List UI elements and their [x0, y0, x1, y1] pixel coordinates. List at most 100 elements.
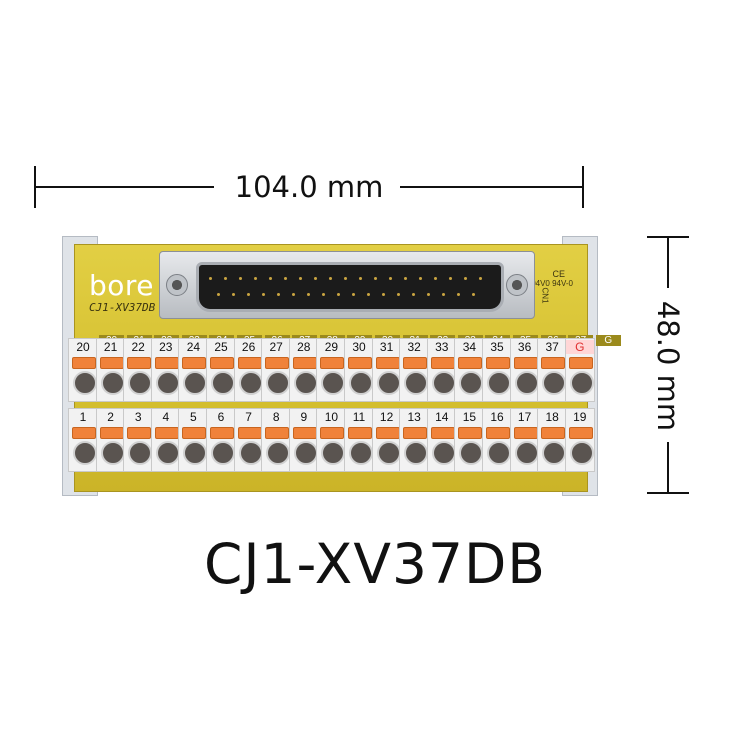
wire-entry-hole[interactable]: [542, 371, 567, 395]
wire-entry-hole[interactable]: [183, 441, 208, 465]
push-lever[interactable]: [182, 357, 207, 369]
push-lever[interactable]: [72, 427, 96, 439]
terminal-27[interactable]: 27: [261, 338, 292, 402]
push-lever[interactable]: [182, 427, 207, 439]
terminal-34[interactable]: 34: [454, 338, 485, 402]
wire-entry-hole[interactable]: [321, 441, 346, 465]
push-lever[interactable]: [292, 357, 317, 369]
push-lever[interactable]: [513, 427, 538, 439]
terminal-25[interactable]: 25: [206, 338, 236, 402]
push-lever[interactable]: [403, 427, 428, 439]
push-lever[interactable]: [541, 427, 566, 439]
push-lever[interactable]: [265, 357, 290, 369]
terminal-29[interactable]: 29: [316, 338, 347, 402]
push-lever[interactable]: [430, 427, 455, 439]
push-lever[interactable]: [265, 427, 290, 439]
terminal-12[interactable]: 12: [371, 408, 402, 472]
wire-entry-hole[interactable]: [431, 441, 456, 465]
terminal-13[interactable]: 13: [399, 408, 430, 472]
terminal-4[interactable]: 4: [150, 408, 181, 472]
terminal-1[interactable]: 1: [68, 408, 98, 472]
terminal-20[interactable]: 20: [68, 338, 98, 402]
push-lever[interactable]: [237, 357, 262, 369]
wire-entry-hole[interactable]: [73, 371, 97, 395]
wire-entry-hole[interactable]: [514, 371, 539, 395]
wire-entry-hole[interactable]: [100, 441, 125, 465]
wire-entry-hole[interactable]: [238, 371, 263, 395]
wire-entry-hole[interactable]: [459, 441, 484, 465]
wire-entry-hole[interactable]: [349, 371, 373, 395]
wire-entry-hole[interactable]: [266, 371, 291, 395]
wire-entry-hole[interactable]: [266, 441, 291, 465]
wire-entry-hole[interactable]: [487, 371, 511, 395]
push-lever[interactable]: [237, 427, 262, 439]
terminal-11[interactable]: 11: [344, 408, 374, 472]
wire-entry-hole[interactable]: [569, 441, 594, 465]
terminal-31[interactable]: 31: [371, 338, 402, 402]
terminal-10[interactable]: 10: [316, 408, 347, 472]
push-lever[interactable]: [458, 357, 483, 369]
wire-entry-hole[interactable]: [293, 441, 318, 465]
terminal-22[interactable]: 22: [123, 338, 154, 402]
push-lever[interactable]: [72, 357, 96, 369]
push-lever[interactable]: [568, 427, 593, 439]
push-lever[interactable]: [486, 427, 510, 439]
push-lever[interactable]: [348, 427, 372, 439]
terminal-19[interactable]: 19: [564, 408, 595, 472]
terminal-18[interactable]: 18: [537, 408, 568, 472]
wire-entry-hole[interactable]: [431, 371, 456, 395]
wire-entry-hole[interactable]: [100, 371, 125, 395]
wire-entry-hole[interactable]: [376, 441, 401, 465]
wire-entry-hole[interactable]: [73, 441, 97, 465]
push-lever[interactable]: [320, 427, 345, 439]
push-lever[interactable]: [210, 357, 234, 369]
wire-entry-hole[interactable]: [128, 441, 153, 465]
terminal-7[interactable]: 7: [233, 408, 264, 472]
push-lever[interactable]: [154, 357, 179, 369]
terminal-17[interactable]: 17: [509, 408, 540, 472]
push-lever[interactable]: [541, 357, 566, 369]
terminal-3[interactable]: 3: [123, 408, 154, 472]
wire-entry-hole[interactable]: [211, 371, 235, 395]
wire-entry-hole[interactable]: [404, 441, 429, 465]
wire-entry-hole[interactable]: [183, 371, 208, 395]
terminal-21[interactable]: 21: [95, 338, 126, 402]
terminal-G[interactable]: G: [564, 338, 595, 402]
push-lever[interactable]: [292, 427, 317, 439]
terminal-9[interactable]: 9: [288, 408, 319, 472]
wire-entry-hole[interactable]: [155, 371, 180, 395]
wire-entry-hole[interactable]: [487, 441, 511, 465]
push-lever[interactable]: [154, 427, 179, 439]
push-lever[interactable]: [127, 427, 152, 439]
wire-entry-hole[interactable]: [404, 371, 429, 395]
wire-entry-hole[interactable]: [376, 371, 401, 395]
terminal-8[interactable]: 8: [261, 408, 292, 472]
push-lever[interactable]: [458, 427, 483, 439]
terminal-23[interactable]: 23: [150, 338, 181, 402]
push-lever[interactable]: [99, 427, 124, 439]
terminal-37[interactable]: 37: [537, 338, 568, 402]
push-lever[interactable]: [375, 427, 400, 439]
terminal-35[interactable]: 35: [482, 338, 512, 402]
terminal-32[interactable]: 32: [399, 338, 430, 402]
wire-entry-hole[interactable]: [238, 441, 263, 465]
push-lever[interactable]: [486, 357, 510, 369]
wire-entry-hole[interactable]: [459, 371, 484, 395]
push-lever[interactable]: [513, 357, 538, 369]
push-lever[interactable]: [210, 427, 234, 439]
push-lever[interactable]: [348, 357, 372, 369]
terminal-24[interactable]: 24: [178, 338, 209, 402]
push-lever[interactable]: [403, 357, 428, 369]
push-lever[interactable]: [430, 357, 455, 369]
wire-entry-hole[interactable]: [211, 441, 235, 465]
push-lever[interactable]: [320, 357, 345, 369]
terminal-15[interactable]: 15: [454, 408, 485, 472]
push-lever[interactable]: [99, 357, 124, 369]
wire-entry-hole[interactable]: [349, 441, 373, 465]
push-lever[interactable]: [568, 357, 593, 369]
terminal-28[interactable]: 28: [288, 338, 319, 402]
wire-entry-hole[interactable]: [542, 441, 567, 465]
wire-entry-hole[interactable]: [569, 371, 594, 395]
terminal-33[interactable]: 33: [426, 338, 457, 402]
wire-entry-hole[interactable]: [128, 371, 153, 395]
